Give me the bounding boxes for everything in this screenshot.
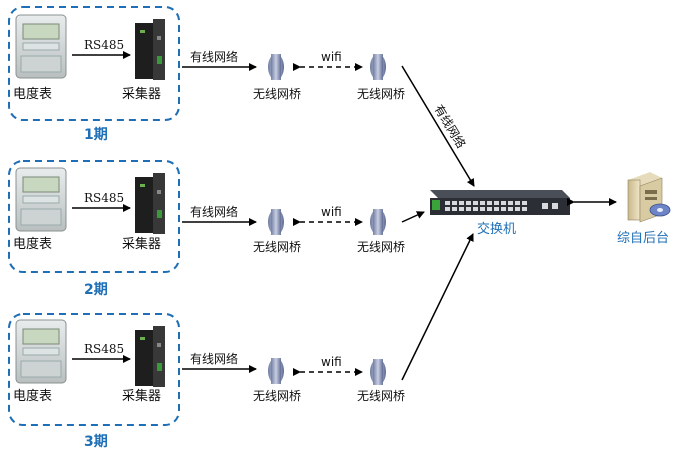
group-3: 电度表 RS485 采集器 3期 有线网络 无线网桥 wifi 无线网桥	[8, 313, 405, 450]
meter-label: 电度表	[13, 236, 52, 252]
collector-icon	[135, 326, 165, 387]
bridge-label: 无线网桥	[357, 389, 405, 403]
collector-icon	[135, 19, 165, 80]
group-3-border	[8, 313, 180, 426]
wifi-label: wifi	[321, 50, 342, 64]
phase-label: 2期	[84, 282, 108, 298]
bridge-label: 无线网桥	[357, 87, 405, 101]
link-bridge3-switch	[401, 233, 474, 381]
server-icon	[627, 172, 671, 223]
wifi-label: wifi	[321, 205, 342, 219]
collector-label: 采集器	[122, 236, 161, 252]
rs485-label: RS485	[84, 191, 124, 205]
meter-label: 电度表	[13, 388, 52, 404]
rs485-label: RS485	[84, 342, 124, 356]
wifi-label: wifi	[321, 355, 342, 369]
phase-label: 3期	[84, 434, 108, 450]
collector-label: 采集器	[122, 86, 161, 102]
link-bridge2-switch	[401, 211, 425, 223]
wireless-bridge-icon	[370, 54, 386, 80]
bridge-label: 无线网桥	[253, 240, 301, 254]
bridge-label: 无线网桥	[253, 389, 301, 403]
wireless-bridge-icon	[268, 209, 284, 235]
wireless-bridge-icon	[268, 54, 284, 80]
wired-network-label: 有线网络	[190, 351, 238, 366]
group-1: 电度表 RS485 采集器 1期 有线网络 无线网桥 wifi	[8, 6, 405, 143]
phase-label: 1期	[84, 127, 108, 143]
bridge-label: 无线网桥	[357, 240, 405, 254]
meter-label: 电度表	[13, 86, 52, 102]
meter-icon	[15, 167, 67, 232]
wired-network-label: 有线网络	[190, 204, 238, 219]
meter-icon	[15, 14, 67, 79]
meter-icon	[15, 319, 67, 384]
wireless-bridge-icon	[370, 209, 386, 235]
bridge-label: 无线网桥	[253, 87, 301, 101]
rs485-label: RS485	[84, 38, 124, 52]
diag-wired-network-label: 有线网络	[431, 102, 469, 151]
switch-icon	[430, 190, 570, 215]
collector-label: 采集器	[122, 388, 161, 404]
group-2: 电度表 RS485 采集器 2期 有线网络 无线网桥 wifi 无线网桥	[8, 160, 405, 298]
group-1-border	[8, 6, 180, 121]
switch-label: 交换机	[477, 221, 516, 237]
wireless-bridge-icon	[268, 358, 284, 384]
collector-icon	[135, 173, 165, 234]
group-2-border	[8, 160, 180, 273]
wired-network-label: 有线网络	[190, 49, 238, 64]
backend-label: 综自后台	[617, 231, 669, 246]
link-bridge1-switch	[401, 65, 475, 187]
wireless-bridge-icon	[370, 359, 386, 385]
